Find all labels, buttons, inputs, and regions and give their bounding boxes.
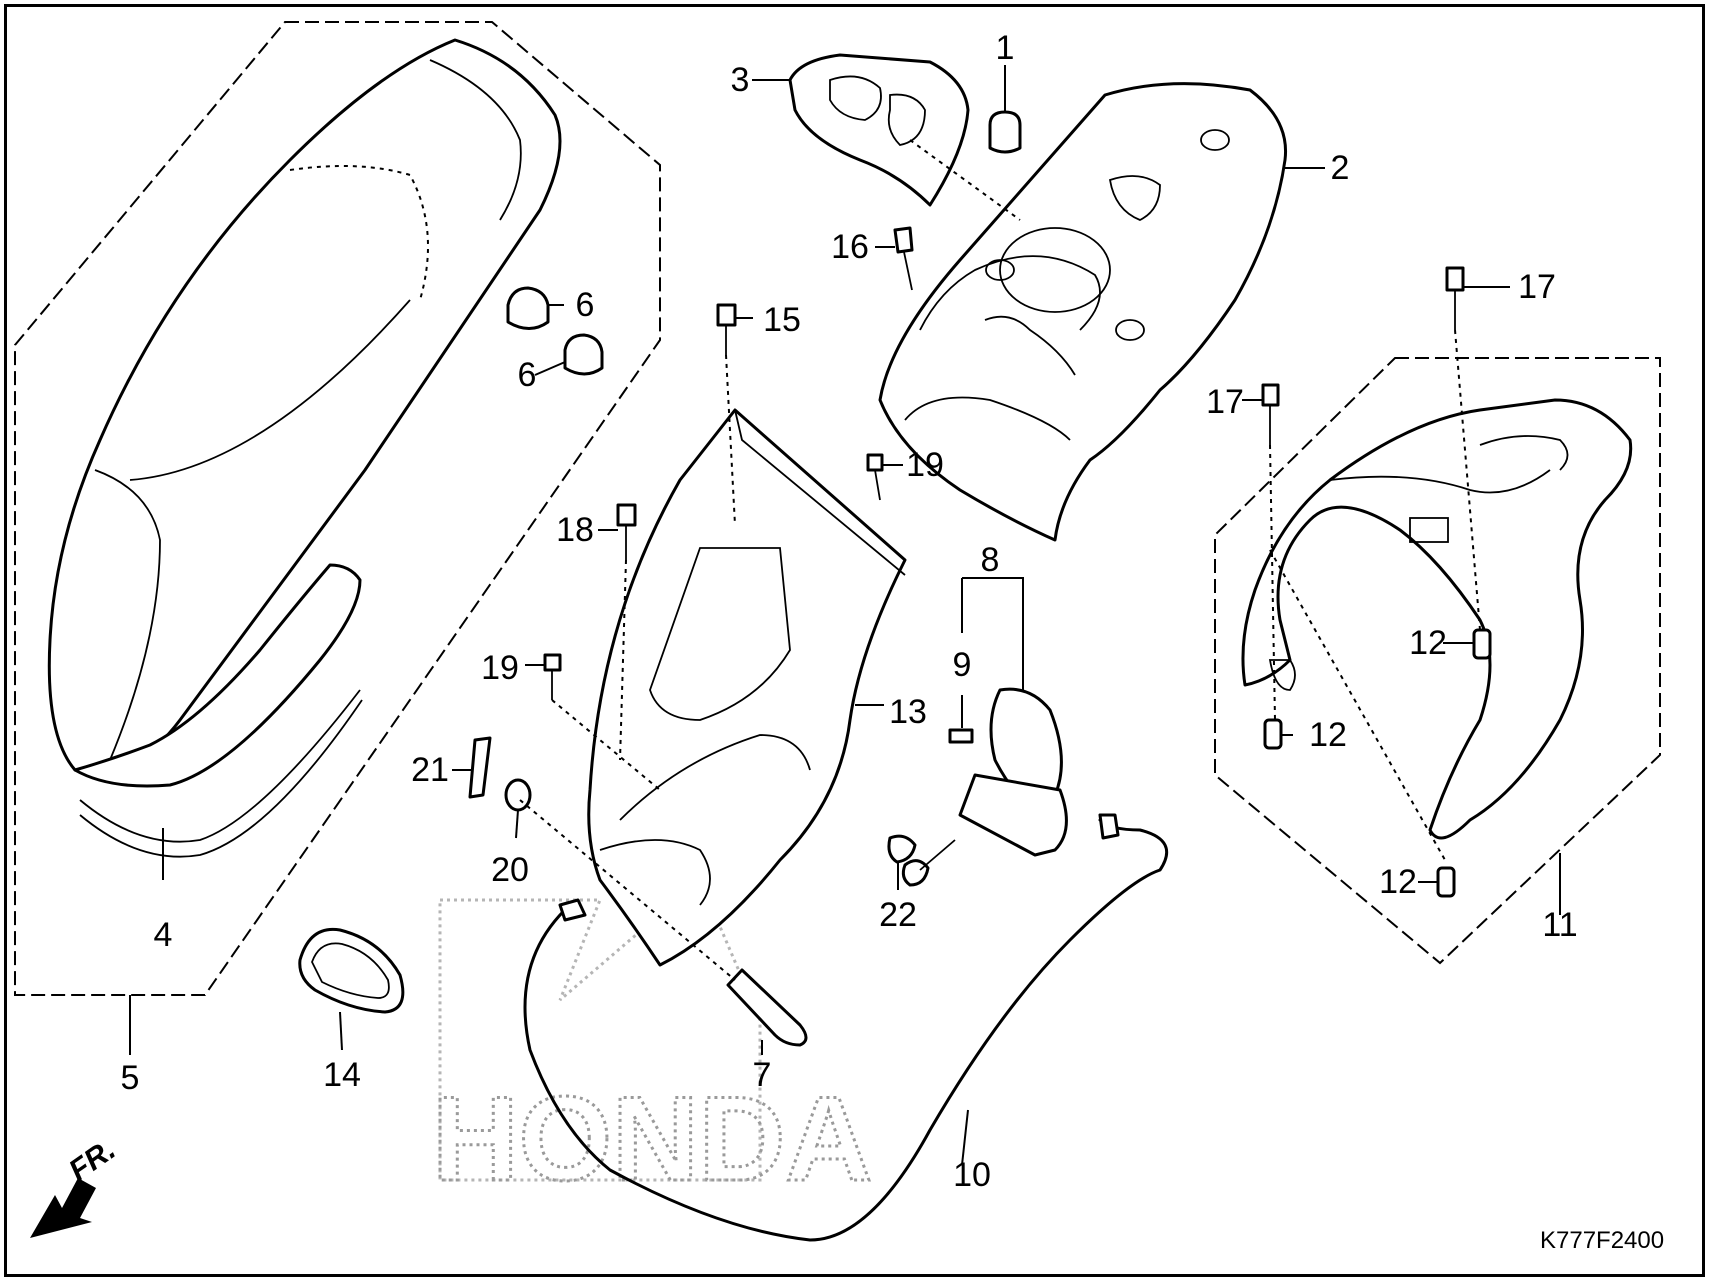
callout-17-lower: 17 — [1206, 383, 1244, 421]
diagram-code: K777F2400 — [1540, 1227, 1664, 1254]
seat-lock-part — [901, 687, 1068, 887]
bolt-17-parts — [1261, 266, 1465, 445]
grommet-part — [988, 110, 1022, 154]
bolt-16-part — [893, 226, 914, 254]
callout-20: 20 — [491, 851, 529, 889]
seat-part — [47, 38, 562, 858]
callout-12-middle: 12 — [1309, 716, 1347, 754]
brand-watermark: HONDA — [431, 877, 873, 1208]
clip-21-part — [468, 736, 492, 799]
washer-20-part — [504, 778, 532, 812]
callout-21: 21 — [411, 751, 449, 789]
collar-parts — [1263, 628, 1492, 898]
callout-11: 11 — [1542, 906, 1577, 944]
callout-18: 18 — [556, 511, 594, 549]
callout-12-upper: 12 — [1409, 624, 1447, 662]
callout-4: 4 — [154, 916, 173, 954]
cable-10-part — [523, 818, 1169, 1242]
leader-lines — [129, 65, 1561, 1166]
rear-carrier-group-boundary — [1214, 357, 1661, 965]
front-arrow-icon — [30, 1178, 96, 1238]
rear-fender-upper-part — [878, 82, 1288, 542]
callout-labels: 1 2 3 4 5 6 6 7 8 9 10 11 12 12 12 13 14… — [121, 29, 1578, 1194]
front-direction-indicator: FR. — [30, 1133, 122, 1238]
fastener-parts — [543, 303, 884, 700]
seal-ring-part — [298, 927, 405, 1014]
callout-12-lower: 12 — [1379, 863, 1417, 901]
callout-5: 5 — [121, 1059, 140, 1097]
callout-6-upper: 6 — [576, 286, 595, 324]
callout-9: 9 — [953, 646, 972, 684]
callout-22: 22 — [879, 896, 917, 934]
pin-7-part — [726, 968, 808, 1047]
bumper-parts — [506, 286, 604, 376]
cable-end-front — [558, 898, 587, 922]
callout-2: 2 — [1331, 149, 1350, 187]
callout-3: 3 — [731, 61, 750, 99]
luggage-box-part — [587, 408, 907, 967]
rear-cover-part — [788, 53, 970, 207]
rear-carrier-part — [1241, 398, 1633, 840]
bolt-22-part — [887, 834, 917, 864]
callout-19-lower: 19 — [481, 649, 519, 687]
callout-8: 8 — [981, 541, 1000, 579]
callout-6-lower: 6 — [518, 356, 537, 394]
callout-1: 1 — [996, 29, 1015, 67]
diagram-border — [4, 4, 1705, 1277]
callout-19-upper: 19 — [906, 446, 944, 484]
callout-15: 15 — [763, 301, 801, 339]
cable-end-rear — [1098, 813, 1120, 840]
front-direction-label: FR. — [63, 1133, 122, 1188]
watermark-text: HONDA — [432, 1072, 872, 1206]
callout-17-upper: 17 — [1518, 268, 1556, 306]
callout-14: 14 — [323, 1056, 361, 1094]
callout-10: 10 — [953, 1156, 991, 1194]
callout-13: 13 — [889, 693, 927, 731]
seat-group-boundary — [14, 21, 661, 996]
callout-7: 7 — [753, 1056, 772, 1094]
wing-logo-icon — [438, 877, 762, 1182]
callout-16: 16 — [831, 228, 869, 266]
